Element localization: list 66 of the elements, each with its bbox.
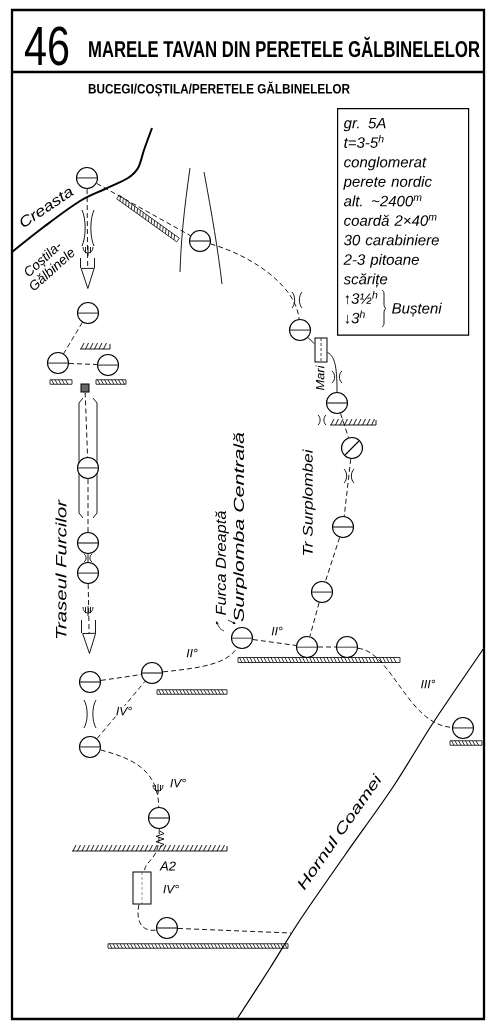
belay-circle: [46, 351, 70, 375]
belay-circle: [335, 635, 359, 659]
route-line: [87, 478, 89, 533]
route-line: [137, 904, 157, 931]
belay-circle: [76, 531, 100, 555]
belay-circle: [76, 456, 100, 480]
route-line: [63, 322, 83, 354]
grade-label: IV°: [163, 884, 179, 894]
belay-circle: [325, 391, 349, 415]
belay-circle: [96, 353, 120, 377]
route-line: [357, 647, 453, 728]
route-line: [100, 674, 142, 681]
route-name: Surplomba Centrală: [233, 432, 247, 622]
route-line: [177, 928, 292, 934]
route-arrow: [80, 188, 95, 289]
route-name: Furca Dreaptă: [215, 511, 229, 615]
route-line: [162, 647, 238, 673]
route-line: [307, 337, 315, 345]
route-line: [96, 681, 146, 739]
belay-circle: [230, 626, 254, 650]
route-line: [327, 352, 338, 393]
route-line: [87, 553, 89, 563]
belay-circle: [288, 318, 312, 342]
rectangle-symbol: [132, 871, 152, 905]
route-arrow: [82, 583, 97, 654]
route-line: [309, 602, 320, 637]
belay-circle: [340, 436, 364, 460]
grade-label: IV°: [168, 777, 188, 789]
route-line: [317, 646, 337, 648]
grade-label: III°: [419, 678, 437, 690]
place-label: Mari: [315, 365, 325, 391]
route-line: [324, 537, 341, 582]
route-name: Tr Surplombei: [302, 449, 316, 555]
title: MARELE TAVAN DIN PERETELE GĂLBINELELOR: [89, 36, 480, 58]
route-line: [143, 828, 160, 872]
grade-label: II°: [185, 647, 199, 659]
belay-circle: [147, 806, 171, 830]
belay-circle: [188, 229, 212, 253]
route-line: [252, 639, 297, 646]
route-number: 46: [24, 26, 69, 66]
route-line: [68, 363, 98, 365]
belay-circle: [295, 635, 319, 659]
belay-circle: [76, 561, 100, 585]
belay-circle: [76, 301, 100, 325]
route-line: [340, 413, 349, 438]
grade-label: IV°: [114, 705, 134, 717]
belay-circle: [155, 916, 179, 940]
belay-circle: [78, 670, 102, 694]
belay-circle: [75, 166, 99, 190]
subtitle: BUCEGI/COȘTILA/PERETELE GĂLBINELELOR: [88, 81, 350, 97]
route-line: [210, 243, 300, 320]
route-line: [84, 392, 89, 458]
route-line: [100, 749, 160, 808]
belay-circle: [140, 661, 164, 685]
belay-circle: [78, 735, 102, 759]
hatched-square: [80, 383, 90, 393]
belay-circle: [310, 580, 334, 604]
route-line: [343, 458, 352, 517]
rectangle-symbol: [314, 337, 328, 363]
info-box: gr. 5A t=3-5$^{h}$ conglomerat perete nordic alt. ~2400$^{m}$ coardă 2×40$^{m}$ 30 carabiniere 2-3 pitoane scărițe ↑3½$^{h}$ Bușteni ↓3$^{h}$: [337, 108, 470, 336]
belay-circle: [451, 716, 475, 740]
belay-circle: [331, 515, 355, 539]
grade-label: II°: [270, 625, 284, 637]
route-name: Traseul Furcilor: [55, 499, 67, 639]
route-line: [96, 182, 191, 237]
grade-label: A2: [159, 861, 176, 871]
